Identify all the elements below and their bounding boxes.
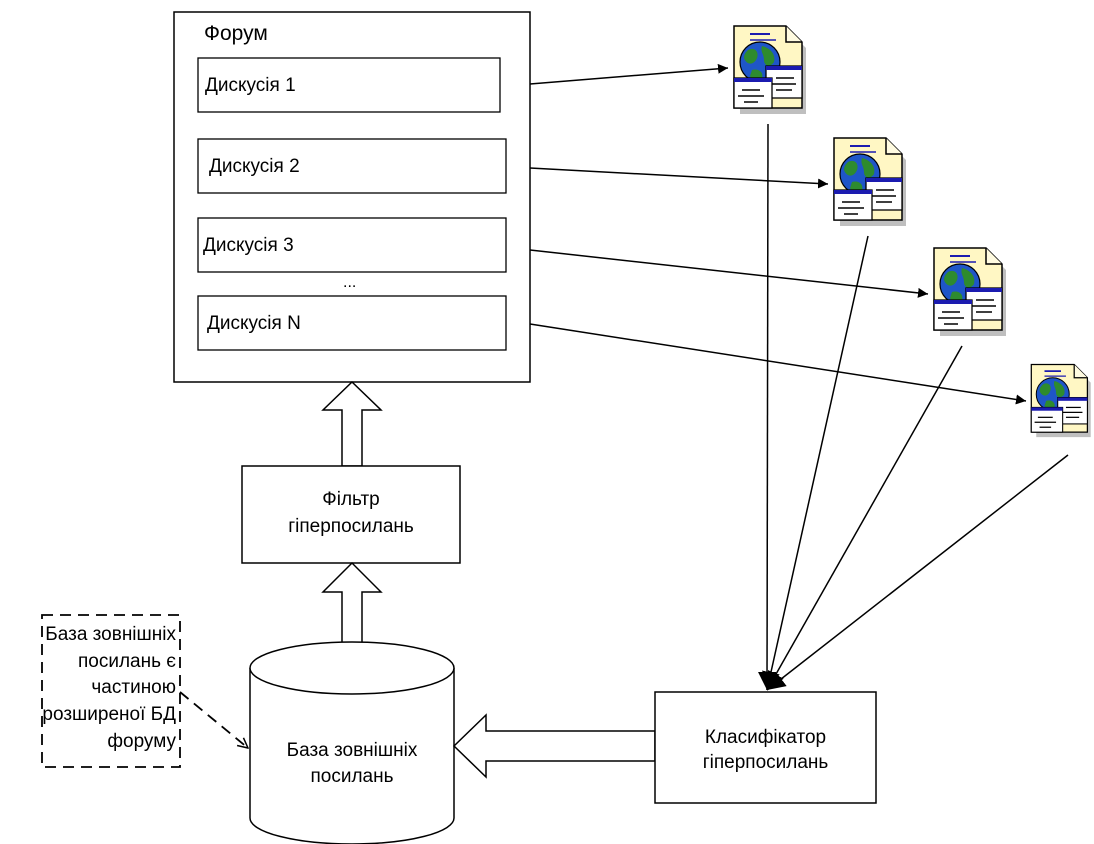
page-to-classifier-2 [762, 235, 869, 691]
classifier-label-line2: гіперпосилань [702, 752, 829, 773]
database-label-line1: База зовнішніх [286, 740, 418, 761]
filter-label-line1: Фільтр [322, 489, 380, 510]
discussion-ellipsis: ... [343, 274, 357, 291]
filter-to-forum-arrow [321, 380, 383, 467]
link-arrow-3 [529, 249, 929, 298]
page-to-classifier-3 [766, 345, 963, 691]
classifier-label-line1: Класифікатор [704, 727, 827, 748]
link-arrow-n [529, 323, 1027, 405]
note-connector [179, 691, 248, 748]
classifier-to-database-arrow [452, 713, 656, 779]
link-arrow-2 [529, 167, 829, 189]
discussion-box-2[interactable] [197, 138, 507, 194]
note-line-3: частиною [91, 677, 176, 698]
link-arrow-1 [529, 63, 729, 85]
database-label-line2: посилань [310, 766, 394, 787]
discussion-label-3: Дискусія 3 [203, 235, 294, 256]
web-page-icon-4[interactable] [1030, 363, 1092, 439]
note-box [41, 614, 181, 768]
page-to-classifier-1 [758, 123, 777, 691]
classifier-box [654, 691, 877, 804]
discussion-label-2: Дискусія 2 [209, 156, 300, 177]
discussion-label-n: Дискусія N [207, 313, 301, 334]
filter-box [241, 465, 461, 564]
web-page-icon-3[interactable] [932, 246, 1008, 338]
web-page-icon-2[interactable] [832, 136, 908, 228]
web-page-icon-1[interactable] [732, 24, 808, 116]
forum-title: Форум [204, 22, 268, 45]
database-cylinder [249, 641, 455, 844]
discussion-box-1[interactable] [197, 57, 501, 113]
discussion-box-n[interactable] [197, 295, 507, 351]
note-line-5: форуму [107, 731, 176, 752]
page-to-classifier-4 [766, 454, 1069, 691]
note-line-1: База зовнішніх [45, 624, 176, 645]
note-line-4: розширеної БД [42, 704, 176, 725]
discussion-box-3[interactable] [197, 217, 507, 273]
discussion-label-1: Дискусія 1 [205, 75, 296, 96]
note-line-2: посилань є [78, 651, 176, 672]
filter-label-line2: гіперпосилань [288, 516, 414, 537]
